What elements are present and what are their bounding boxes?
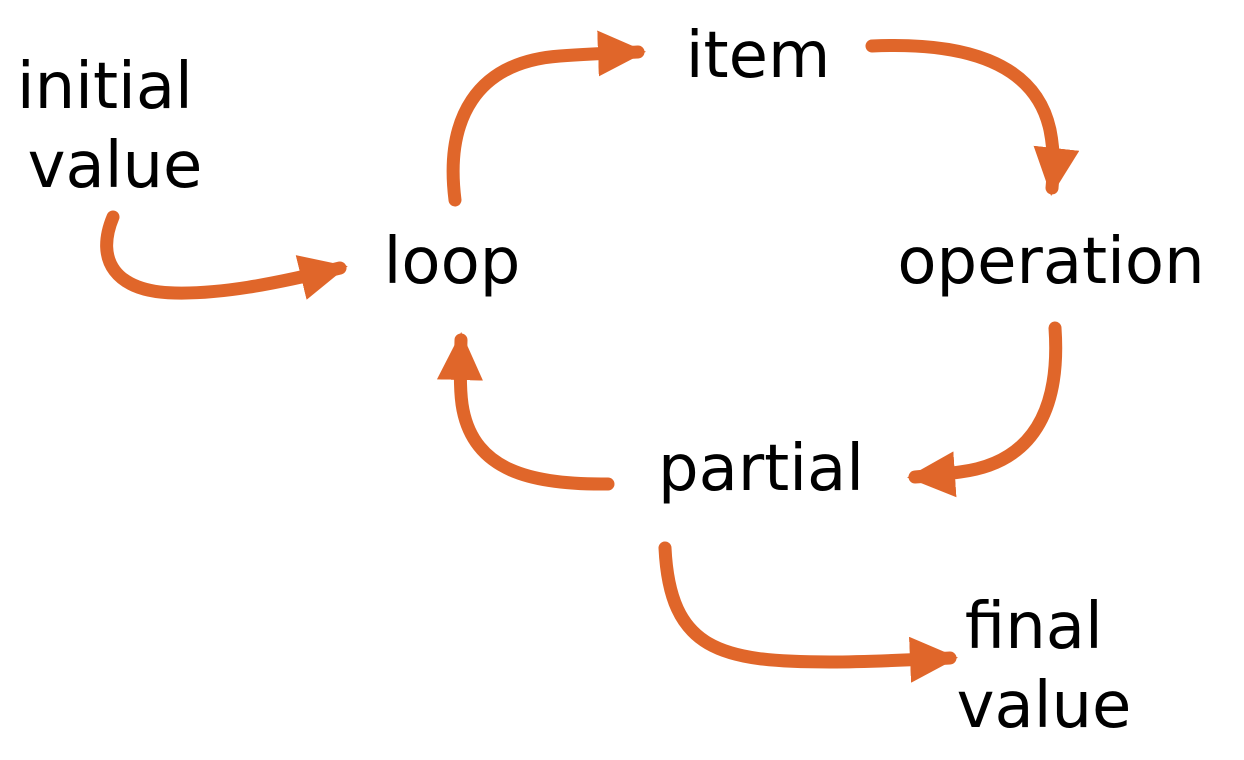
node-final-value: final value — [957, 590, 1132, 743]
node-initial-value-line-1: initial — [17, 50, 193, 124]
node-initial-value: initial value — [17, 50, 213, 203]
node-item: item — [686, 19, 831, 93]
nodes: initial value loop item operation partia… — [17, 19, 1205, 743]
node-initial-value-line-2: value — [28, 129, 203, 203]
arrow-partial-to-final-value — [658, 541, 958, 683]
node-final-value-line-2: value — [957, 669, 1132, 743]
arrow-initial-value-to-loop — [100, 210, 348, 300]
arrow-operation-to-partial — [907, 321, 1063, 498]
arrow-item-to-operation — [865, 39, 1080, 196]
arrows — [100, 30, 1080, 683]
arrow-loop-to-item — [446, 30, 646, 207]
node-operation: operation — [897, 225, 1204, 299]
node-partial: partial — [658, 432, 864, 506]
node-loop: loop — [384, 225, 521, 299]
node-final-value-line-1: final — [965, 590, 1103, 664]
arrow-partial-to-loop — [436, 332, 615, 491]
